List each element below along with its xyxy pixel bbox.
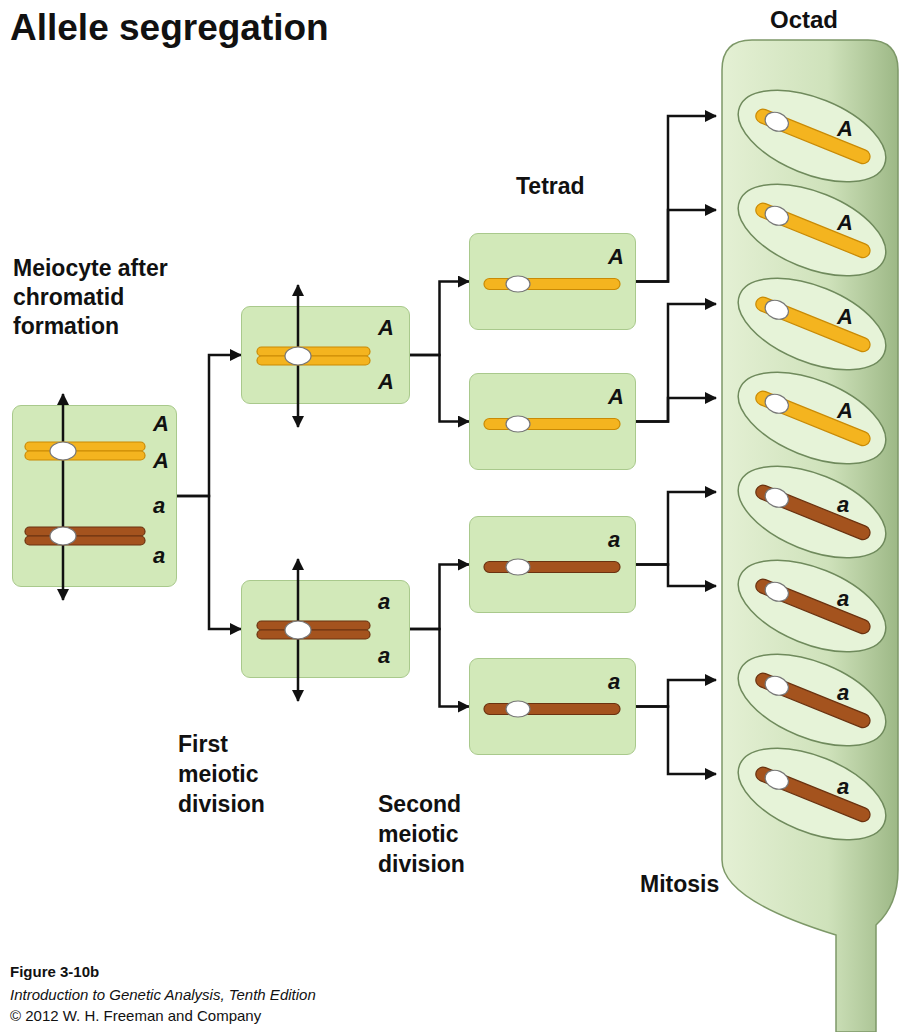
allele-label: a <box>608 671 620 693</box>
cell-box: AA <box>241 306 410 404</box>
allele-label: a <box>837 776 849 798</box>
stage-label: Second meiotic division <box>378 790 498 880</box>
chromatid-pair <box>25 527 145 545</box>
ascus-outline <box>722 40 898 1032</box>
ascospore: a <box>716 750 896 838</box>
flow-arrow <box>177 355 241 496</box>
chromosome <box>753 669 873 731</box>
figure-caption: Figure 3-10b <box>10 962 99 982</box>
cell-box: A <box>469 373 636 470</box>
node-heading: Meiocyte after chromatid formation <box>13 254 218 340</box>
chromatid-pair <box>257 621 370 639</box>
ascospore: A <box>716 374 896 462</box>
flow-arrow <box>636 210 716 282</box>
allele-label: A <box>608 386 624 408</box>
allele-label: A <box>837 306 853 328</box>
figure-title: Allele segregation <box>10 6 329 50</box>
cell-box: A <box>469 233 636 330</box>
allele-label: a <box>378 591 390 613</box>
flow-arrow <box>636 116 716 282</box>
allele-label: a <box>837 588 849 610</box>
chromatid-pair <box>25 442 145 460</box>
allele-label: A <box>837 212 853 234</box>
flow-arrow <box>177 496 241 629</box>
cell-drawing <box>716 374 896 462</box>
allele-label: A <box>837 118 853 140</box>
chromosome <box>753 199 873 261</box>
allele-label: a <box>378 645 390 667</box>
spindle-arrow <box>62 394 65 600</box>
stage-label: Tetrad <box>516 172 636 202</box>
ascospore: A <box>716 280 896 368</box>
node-heading: Octad <box>770 6 838 35</box>
chromatid-pair <box>257 347 370 365</box>
chromosome <box>753 575 873 637</box>
ascospore: a <box>716 468 896 556</box>
cell-drawing <box>716 656 896 744</box>
cell-box: Meiocyte after chromatid formationAAaa <box>12 405 177 587</box>
allele-label: a <box>837 682 849 704</box>
chromosome <box>753 763 873 825</box>
stage-label: First meiotic division <box>178 730 298 820</box>
flow-arrow <box>410 565 469 630</box>
allele-label: a <box>153 545 165 567</box>
chromosome <box>484 559 620 575</box>
ascospore: A <box>716 186 896 274</box>
allele-label: A <box>378 371 394 393</box>
ascospore: a <box>716 656 896 744</box>
cell-drawing <box>716 186 896 274</box>
allele-label: a <box>608 529 620 551</box>
allele-label: A <box>837 400 853 422</box>
cell-box: a <box>469 658 636 755</box>
ascus-sac: OctadA A A Aa a a a <box>712 0 902 1032</box>
chromosome <box>753 105 873 167</box>
flow-arrow <box>410 282 469 356</box>
flow-arrow <box>636 565 716 587</box>
chromosome <box>484 416 620 432</box>
flow-arrow <box>636 304 716 422</box>
flow-arrow <box>636 680 716 707</box>
allele-label: a <box>837 494 849 516</box>
flow-arrow <box>636 492 716 565</box>
ascospore: a <box>716 562 896 650</box>
flow-arrow <box>636 707 716 775</box>
cell-drawing <box>716 280 896 368</box>
allele-label: A <box>608 246 624 268</box>
chromosome <box>484 701 620 717</box>
stage-label: Mitosis <box>640 870 719 900</box>
cell-drawing <box>716 750 896 838</box>
flow-arrow <box>410 629 469 707</box>
credit-line: Introduction to Genetic Analysis, Tenth … <box>10 985 316 1005</box>
cell-box: aa <box>241 580 410 678</box>
cell-box: a <box>469 516 636 613</box>
cell-drawing <box>716 562 896 650</box>
credit-line: © 2012 W. H. Freeman and Company <box>10 1006 261 1026</box>
allele-label: A <box>378 317 394 339</box>
chromosome <box>753 387 873 449</box>
chromosome <box>753 293 873 355</box>
chromosome <box>484 276 620 292</box>
ascospore: A <box>716 92 896 180</box>
cell-drawing <box>716 92 896 180</box>
cell-drawing <box>716 468 896 556</box>
flow-arrow <box>636 398 716 422</box>
allele-label: A <box>153 413 169 435</box>
allele-label: A <box>153 450 169 472</box>
flow-arrow <box>410 355 469 422</box>
chromosome <box>753 481 873 543</box>
allele-label: a <box>153 495 165 517</box>
